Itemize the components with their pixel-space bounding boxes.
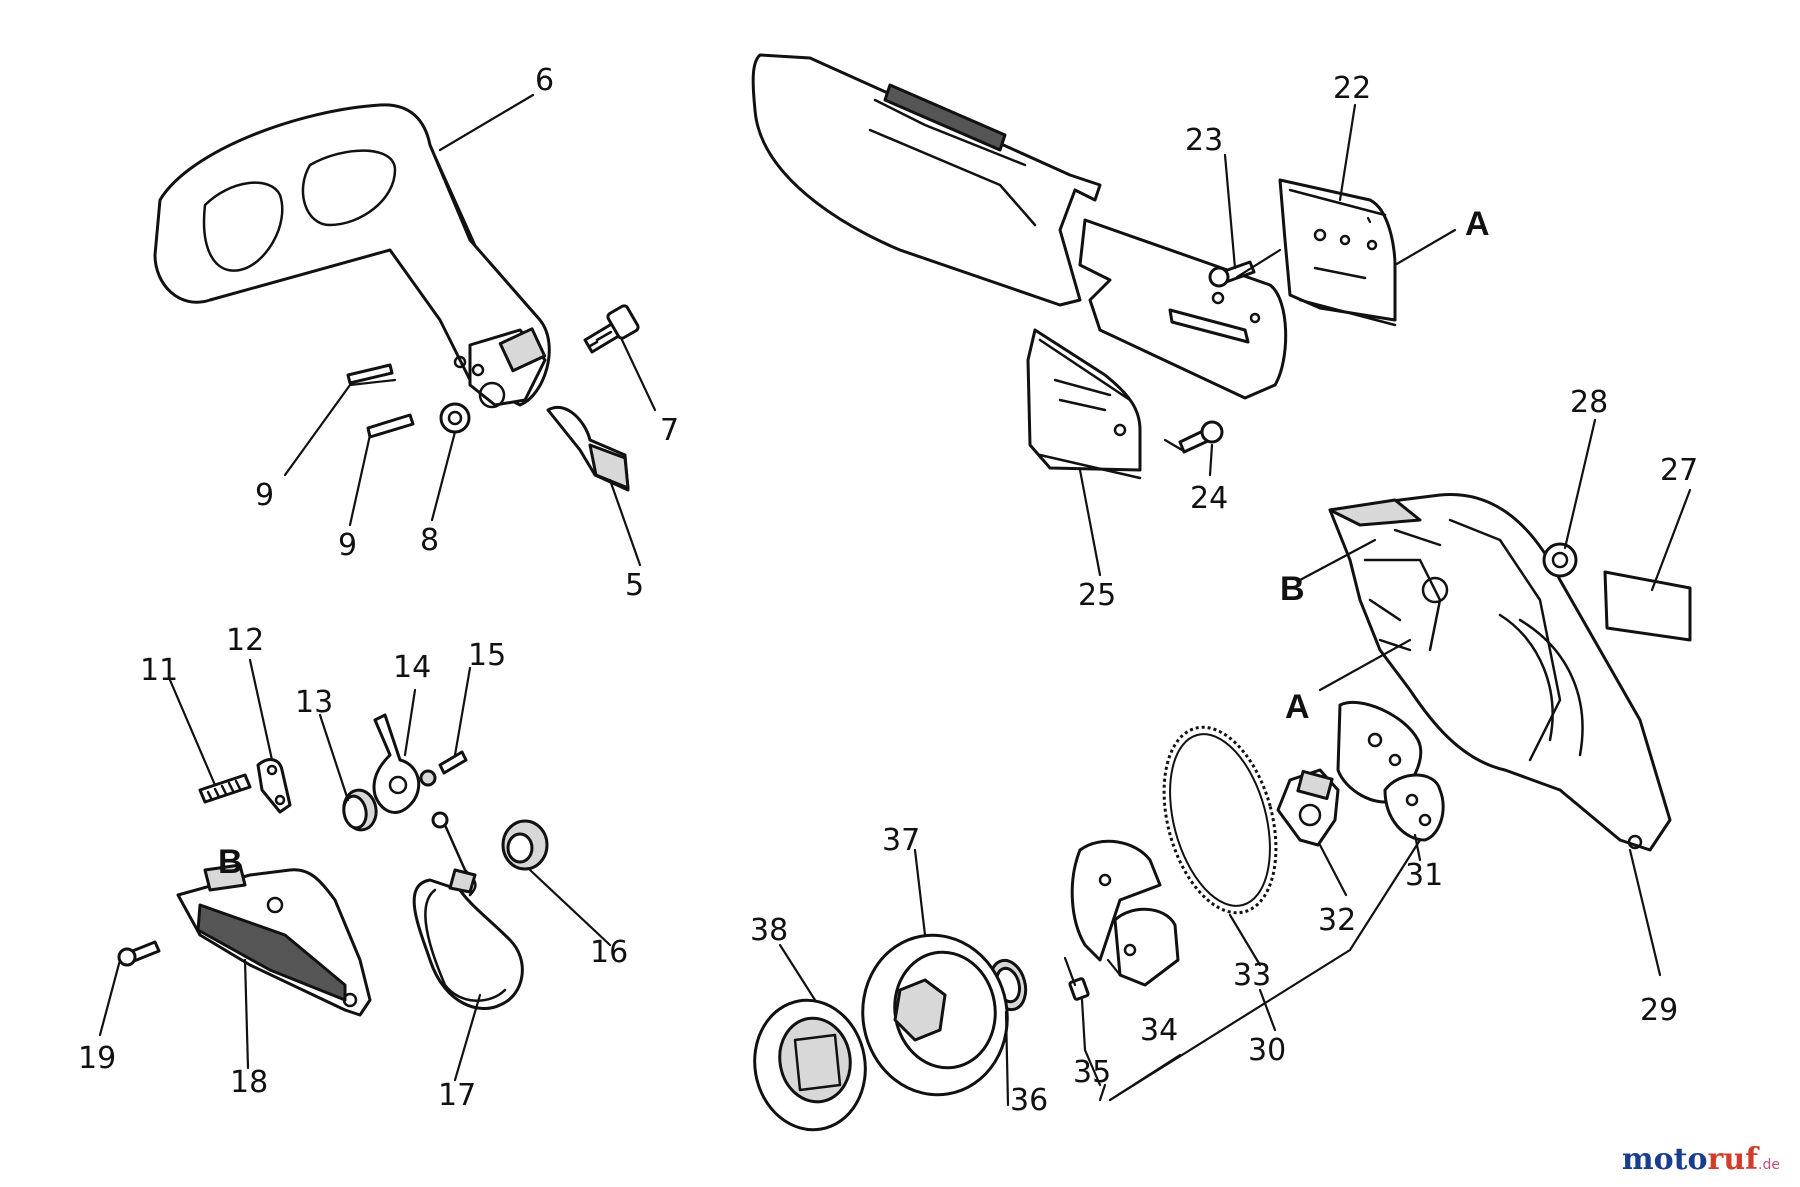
label-part-5: 5 bbox=[625, 568, 644, 603]
cover-nut-part bbox=[1542, 542, 1578, 578]
clutch-shoe-part bbox=[1070, 839, 1180, 987]
bar-plate-inner-part bbox=[1026, 328, 1142, 480]
collar-part bbox=[342, 788, 378, 832]
hand-guard-part bbox=[153, 103, 551, 409]
clutch-bolt-part bbox=[1068, 977, 1090, 1001]
pin-parts bbox=[346, 363, 415, 439]
watermark-prefix: moto bbox=[1621, 1142, 1708, 1177]
housing-screw-part bbox=[117, 940, 161, 967]
label-part-16: 16 bbox=[590, 935, 628, 970]
label-sticker-part bbox=[1603, 570, 1692, 642]
label-part-29: 29 bbox=[1640, 993, 1678, 1028]
label-part-7: 7 bbox=[660, 413, 679, 448]
label-part-14: 14 bbox=[393, 650, 431, 685]
label-part-11: 11 bbox=[140, 653, 178, 688]
watermark-tld: .de bbox=[1758, 1157, 1780, 1173]
label-part-38: 38 bbox=[750, 913, 788, 948]
clutch-spring-part bbox=[1162, 725, 1278, 915]
clutch-plate-part bbox=[1336, 700, 1445, 842]
bushing-part bbox=[501, 819, 549, 871]
brake-band-part bbox=[412, 811, 524, 1010]
ref-b-brake: B bbox=[218, 843, 243, 881]
label-part-9-a: 9 bbox=[255, 478, 274, 513]
small-spring-part bbox=[438, 750, 468, 775]
ref-a-top: A bbox=[1465, 205, 1490, 243]
bar-plate-outer-part bbox=[1278, 178, 1397, 327]
label-part-31: 31 bbox=[1405, 858, 1443, 893]
clutch-drum-part bbox=[861, 933, 1009, 1097]
label-part-33: 33 bbox=[1233, 958, 1271, 993]
label-part-13: 13 bbox=[295, 685, 333, 720]
label-part-9-b: 9 bbox=[338, 528, 357, 563]
clip-part bbox=[546, 405, 630, 492]
label-part-30: 30 bbox=[1248, 1033, 1286, 1068]
guide-bar-part bbox=[751, 53, 1102, 307]
reference-letters: A A B B bbox=[218, 205, 1490, 881]
label-part-24: 24 bbox=[1190, 481, 1228, 516]
bolt-bottom-part bbox=[1178, 420, 1224, 454]
label-part-18: 18 bbox=[230, 1065, 268, 1100]
label-part-8: 8 bbox=[420, 523, 439, 558]
label-part-6: 6 bbox=[535, 63, 554, 98]
part-number-labels: 6 7 8 9 9 5 22 23 24 25 28 27 29 31 32 3… bbox=[78, 63, 1698, 1118]
label-part-37: 37 bbox=[882, 823, 920, 858]
sprocket-part bbox=[753, 998, 867, 1132]
brake-arm-part bbox=[372, 713, 437, 814]
label-part-12: 12 bbox=[226, 623, 264, 658]
ref-b-cover: B bbox=[1280, 570, 1305, 608]
leader-lines bbox=[98, 93, 1692, 1107]
label-part-36: 36 bbox=[1010, 1083, 1048, 1118]
watermark-logo: motoruf.de bbox=[1622, 1142, 1780, 1177]
label-part-28: 28 bbox=[1570, 385, 1608, 420]
label-part-27: 27 bbox=[1660, 453, 1698, 488]
label-part-23: 23 bbox=[1185, 123, 1223, 158]
brake-housing-part bbox=[176, 863, 372, 1017]
nut-part bbox=[439, 402, 471, 434]
label-part-22: 22 bbox=[1333, 71, 1371, 106]
bolt-top-part bbox=[1208, 260, 1256, 288]
label-part-25: 25 bbox=[1078, 578, 1116, 613]
sprocket-cover-part bbox=[1328, 492, 1672, 852]
label-part-15: 15 bbox=[468, 638, 506, 673]
label-part-19: 19 bbox=[78, 1041, 116, 1076]
ref-a-cover: A bbox=[1285, 688, 1310, 726]
guide-bar-rear-part bbox=[1078, 218, 1288, 400]
label-part-34: 34 bbox=[1140, 1013, 1178, 1048]
clutch-hub-part bbox=[1276, 768, 1340, 847]
watermark-suffix: ruf bbox=[1707, 1142, 1759, 1177]
label-part-32: 32 bbox=[1318, 903, 1356, 938]
label-part-17: 17 bbox=[438, 1078, 476, 1113]
brake-lever-part bbox=[256, 758, 292, 814]
screw-part bbox=[583, 304, 640, 354]
brake-spring-part bbox=[198, 773, 252, 804]
label-part-35: 35 bbox=[1073, 1055, 1111, 1090]
